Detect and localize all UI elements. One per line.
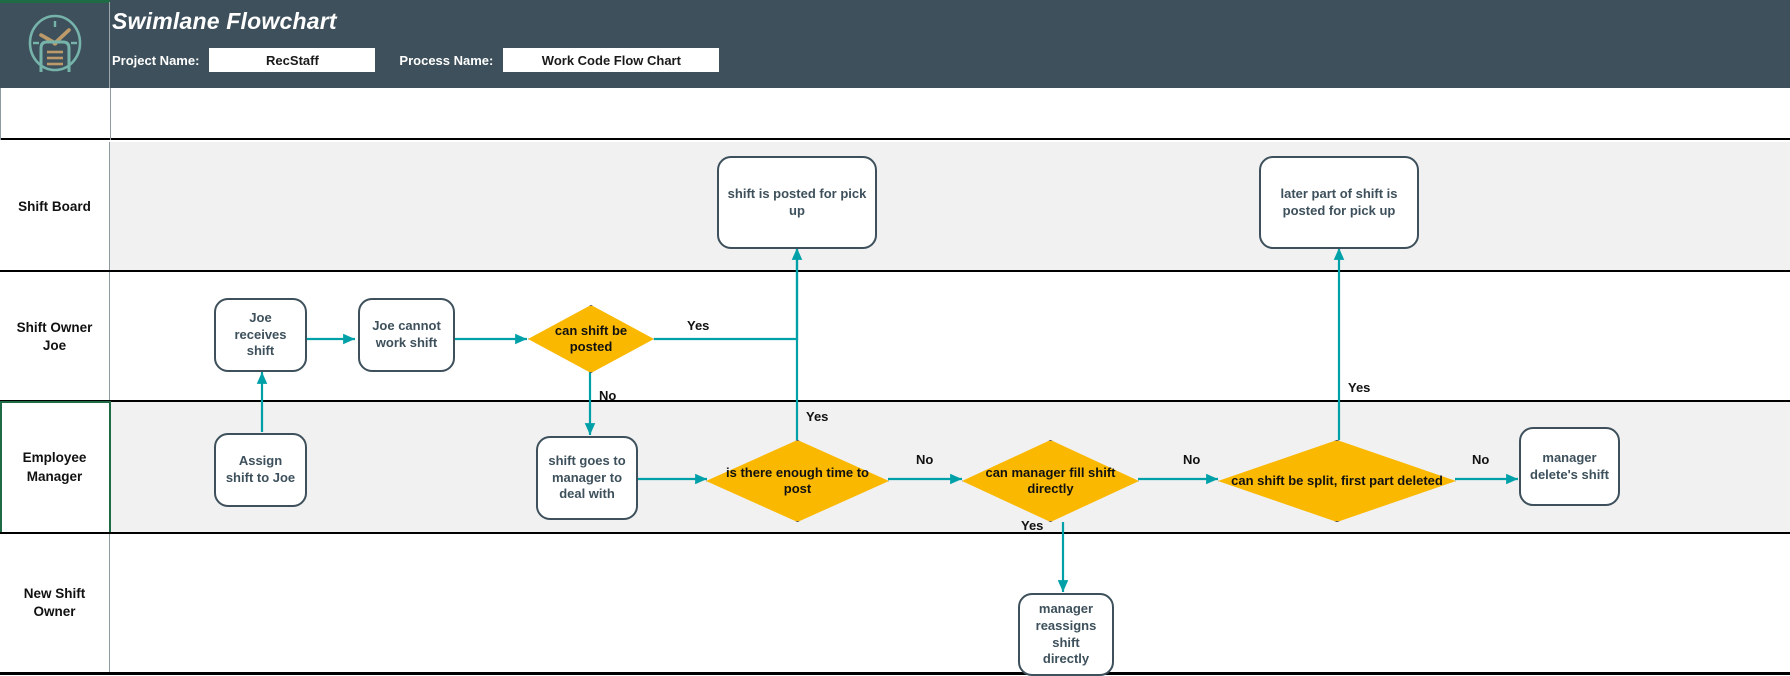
header-bar: Swimlane Flowchart Project Name: RecStaf… [0,0,1790,88]
swimlane-shift-board-body [110,142,1790,272]
lane-separator-1 [0,270,1790,272]
spacer-row [0,88,1790,140]
swimlane-new-shift-owner-body [110,534,1790,672]
lane-label-text: New Shift Owner [23,585,86,619]
edge-label-no-can-post: No [599,388,617,403]
project-name-input[interactable]: RecStaff [209,48,376,72]
node-can-shift-be-posted[interactable]: can shift be posted [528,305,654,373]
swimlane-new-shift-owner-label: New Shift Owner [0,534,110,672]
edge-label-yes-manager-fill: Yes [1021,518,1044,533]
lane-bottom-border [0,672,1790,675]
node-joe-receives-shift[interactable]: Joe receives shift [214,298,307,372]
edge-label-no-enough-time: No [916,452,934,467]
swimlane-shift-owner-joe-label: Shift Owner Joe [0,272,110,402]
swimlane-employee-manager[interactable]: Employee Manager [0,402,1790,533]
node-can-shift-be-split[interactable]: can shift be split, first part deleted [1218,440,1456,522]
node-later-part-posted[interactable]: later part of shift is posted for pick u… [1259,156,1419,249]
node-is-there-enough-time[interactable]: is there enough time to post [706,440,889,522]
edge-label-yes-enough-time: Yes [806,409,829,424]
node-shift-goes-to-manager[interactable]: shift goes to manager to deal with [536,436,638,520]
lane-label-text: Shift Owner Joe [16,319,93,353]
project-name-label: Project Name: [112,52,200,68]
edge-can-post-yes-to-shift-posted [654,248,803,341]
swimlane-new-shift-owner: New Shift Owner [0,534,1790,672]
swimlane-shift-board-label: Shift Board [0,142,110,272]
swimlane-employee-manager-body [110,402,1790,533]
lane-label-text: Shift Board [18,198,91,214]
node-manager-deletes-shift[interactable]: manager delete's shift [1519,427,1620,506]
lane-separator-3 [0,532,1790,534]
edge-label-yes-shift-split: Yes [1348,380,1371,395]
lane-separator-2 [0,400,1790,402]
node-assign-shift-to-joe[interactable]: Assign shift to Joe [214,433,307,507]
logo-cell [0,2,110,88]
edge-label-no-shift-split: No [1472,452,1490,467]
node-shift-is-posted[interactable]: shift is posted for pick up [717,156,877,249]
spacer-column-divider [110,88,111,140]
edge-label-no-manager-fill: No [1183,452,1201,467]
header-accent-line [0,0,110,3]
node-joe-cannot-work-shift[interactable]: Joe cannot work shift [358,298,455,372]
spacer-left-edge [0,88,1,140]
node-manager-reassigns-shift[interactable]: manager reassigns shift directly [1018,593,1114,676]
page-title: Swimlane Flowchart [112,8,337,34]
process-name-input[interactable]: Work Code Flow Chart [503,48,720,72]
swimlane-shift-board: Shift Board [0,142,1790,272]
clock-document-icon [28,14,81,72]
process-name-label: Process Name: [399,52,494,68]
lane-label-text: Employee Manager [22,450,87,484]
node-can-manager-fill-shift[interactable]: can manager fill shift directly [962,440,1139,522]
header-fields: Project Name: RecStaff Process Name: Wor… [112,48,720,72]
edge-label-yes-can-post: Yes [687,318,710,333]
